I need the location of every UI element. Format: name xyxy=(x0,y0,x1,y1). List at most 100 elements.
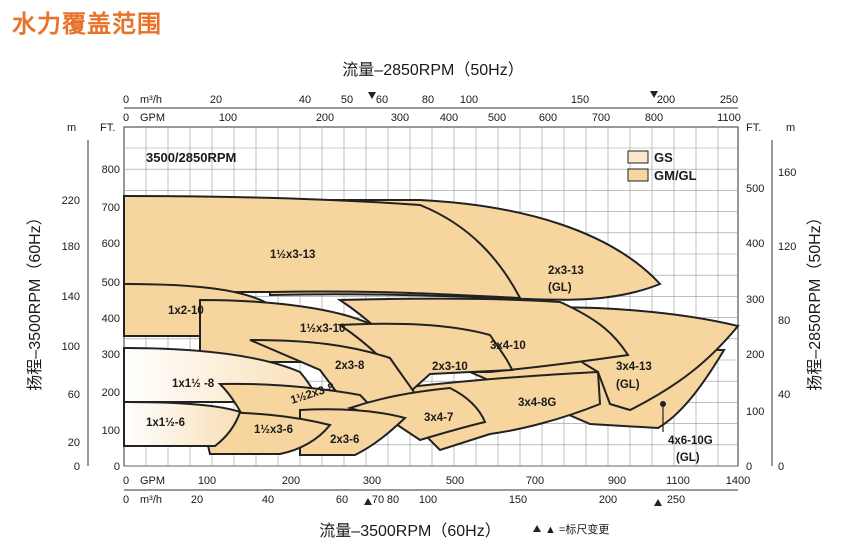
region-label: 2x3-8 xyxy=(335,360,365,372)
region-label: 3x4-13 xyxy=(616,361,652,373)
top-m3h-tick-label: 80 xyxy=(422,94,434,106)
top-gpm-tick-label: 700 xyxy=(592,112,610,124)
left-m-tick-label: 60 xyxy=(68,389,80,401)
left-ft-tick-label: 600 xyxy=(102,238,120,250)
region-label: 3x4-8G xyxy=(518,397,556,409)
top-gpm-unit: GPM xyxy=(140,112,165,124)
bottom-m3h-tick-label: 70 xyxy=(372,494,384,506)
bottom-m3h-tick-label: 40 xyxy=(262,494,274,506)
legend-swatch-gm-gl xyxy=(627,168,649,182)
region-label: 1½x3-6 xyxy=(254,424,293,436)
region-labels: 1½x3-13 2x3-13 (GL) 1x2-10 1½x3-10 3x4-1… xyxy=(146,249,713,464)
left-axis-title: 扬程–3500RPM（60Hz） xyxy=(26,209,44,390)
left-m-tick-label: 180 xyxy=(62,241,80,253)
top-m3h-tick-label: 200 xyxy=(657,94,675,106)
bottom-m3h-tick-label: 150 xyxy=(509,494,527,506)
top-gpm-tick-label: 400 xyxy=(440,112,458,124)
scale-change-note-marker xyxy=(533,525,541,532)
bottom-gpm-tick-label: 100 xyxy=(198,475,216,487)
left-ft-unit: FT. xyxy=(100,122,115,134)
bottom-m3h-tick-label: 100 xyxy=(419,494,437,506)
region-label: 1½x3-10 xyxy=(300,323,345,335)
region-label: 3x4-10 xyxy=(490,340,526,352)
right-ft-tick-label: 400 xyxy=(746,238,764,250)
top-m3h-tick-label: 150 xyxy=(571,94,589,106)
top-gpm-tick-label: 300 xyxy=(391,112,409,124)
top-gpm-tick-label: 1100 xyxy=(717,112,741,124)
left-ft-tick-label: 500 xyxy=(102,277,120,289)
left-ft-tick-label: 800 xyxy=(102,164,120,176)
top-gpm-tick-label: 200 xyxy=(316,112,334,124)
right-ft-tick-label: 0 xyxy=(746,461,752,473)
region-label: (GL) xyxy=(616,379,640,391)
right-m-tick-label: 160 xyxy=(778,167,796,179)
left-ft-tick-label: 0 xyxy=(114,461,120,473)
top-m3h-tick-label: 250 xyxy=(720,94,738,106)
left-m-tick-label: 100 xyxy=(62,341,80,353)
scale-change-marker xyxy=(368,92,376,99)
bottom-m3h-tick-label: 20 xyxy=(191,494,203,506)
right-ft-unit: FT. xyxy=(746,122,761,134)
scale-change-marker xyxy=(650,91,658,98)
region-label: 4x6-10G xyxy=(668,435,713,447)
right-m-tick-label: 0 xyxy=(778,461,784,473)
bottom-m3h-unit: m³/h xyxy=(140,494,162,506)
right-ft-tick-label: 300 xyxy=(746,294,764,306)
top-gpm-tick-label: 600 xyxy=(539,112,557,124)
bottom-gpm-unit: GPM xyxy=(140,475,165,487)
region-label: 3x4-7 xyxy=(424,412,453,424)
left-ft-tick-label: 100 xyxy=(102,425,120,437)
left-ft-tick-label: 200 xyxy=(102,387,120,399)
region-3x4-7 xyxy=(346,386,487,442)
top-gpm-tick-label: 800 xyxy=(645,112,663,124)
right-m-unit: m xyxy=(786,122,795,134)
legend: GS GM/GL xyxy=(627,150,697,183)
top-gpm-tick-label: 100 xyxy=(219,112,237,124)
bottom-m3h-tick-label: 80 xyxy=(387,494,399,506)
chart-subtitle: 3500/2850RPM xyxy=(146,150,236,165)
bottom-gpm-tick-label: 1400 xyxy=(726,475,750,487)
top-gpm-tick-label: 0 xyxy=(123,112,129,124)
right-m-tick-label: 80 xyxy=(778,315,790,327)
top-m3h-tick-label: 0 xyxy=(123,94,129,106)
bottom-gpm-tick-label: 700 xyxy=(526,475,544,487)
top-axis-title: 流量–2850RPM（50Hz） xyxy=(342,61,523,79)
top-gpm-tick-label: 500 xyxy=(488,112,506,124)
right-axis-title: 扬程–2850RPM（50Hz） xyxy=(806,209,824,390)
top-m3h-unit: m³/h xyxy=(140,94,162,106)
legend-swatch-gs xyxy=(627,150,649,164)
bottom-m3h-tick-label: 200 xyxy=(599,494,617,506)
right-ft-tick-label: 500 xyxy=(746,183,764,195)
right-m-tick-label: 40 xyxy=(778,389,790,401)
right-ft-tick-label: 100 xyxy=(746,406,764,418)
coverage-regions xyxy=(123,194,740,456)
scale-change-marker xyxy=(654,499,662,506)
bottom-m3h-tick-label: 0 xyxy=(123,494,129,506)
marker-4x6-10g xyxy=(660,401,666,407)
region-2x3-6 xyxy=(299,408,408,456)
region-1-5x3-13 xyxy=(123,194,522,300)
bottom-m3h-tick-label: 250 xyxy=(667,494,685,506)
region-1x1-5-6 xyxy=(123,400,242,447)
region-label: 1x1½-6 xyxy=(146,417,185,429)
region-label: 1x1½ -8 xyxy=(172,378,215,390)
right-m-tick-label: 120 xyxy=(778,241,796,253)
region-label: (GL) xyxy=(676,452,700,464)
region-label: 2x3-13 xyxy=(548,265,584,277)
left-ft-tick-label: 400 xyxy=(102,313,120,325)
bottom-gpm-tick-label: 1100 xyxy=(666,475,690,487)
left-ft-tick-label: 700 xyxy=(102,202,120,214)
scale-change-marker xyxy=(364,498,372,505)
region-label: 1½x3-13 xyxy=(270,249,315,261)
right-ft-tick-label: 200 xyxy=(746,349,764,361)
left-m-tick-label: 20 xyxy=(68,437,80,449)
bottom-gpm-tick-label: 0 xyxy=(123,475,129,487)
legend-label-gm-gl: GM/GL xyxy=(654,168,697,183)
top-m3h-tick-label: 20 xyxy=(210,94,222,106)
left-m-tick-label: 220 xyxy=(62,195,80,207)
region-label: 1x2-10 xyxy=(168,305,204,317)
bottom-gpm-tick-label: 300 xyxy=(363,475,381,487)
top-m3h-tick-label: 60 xyxy=(376,94,388,106)
